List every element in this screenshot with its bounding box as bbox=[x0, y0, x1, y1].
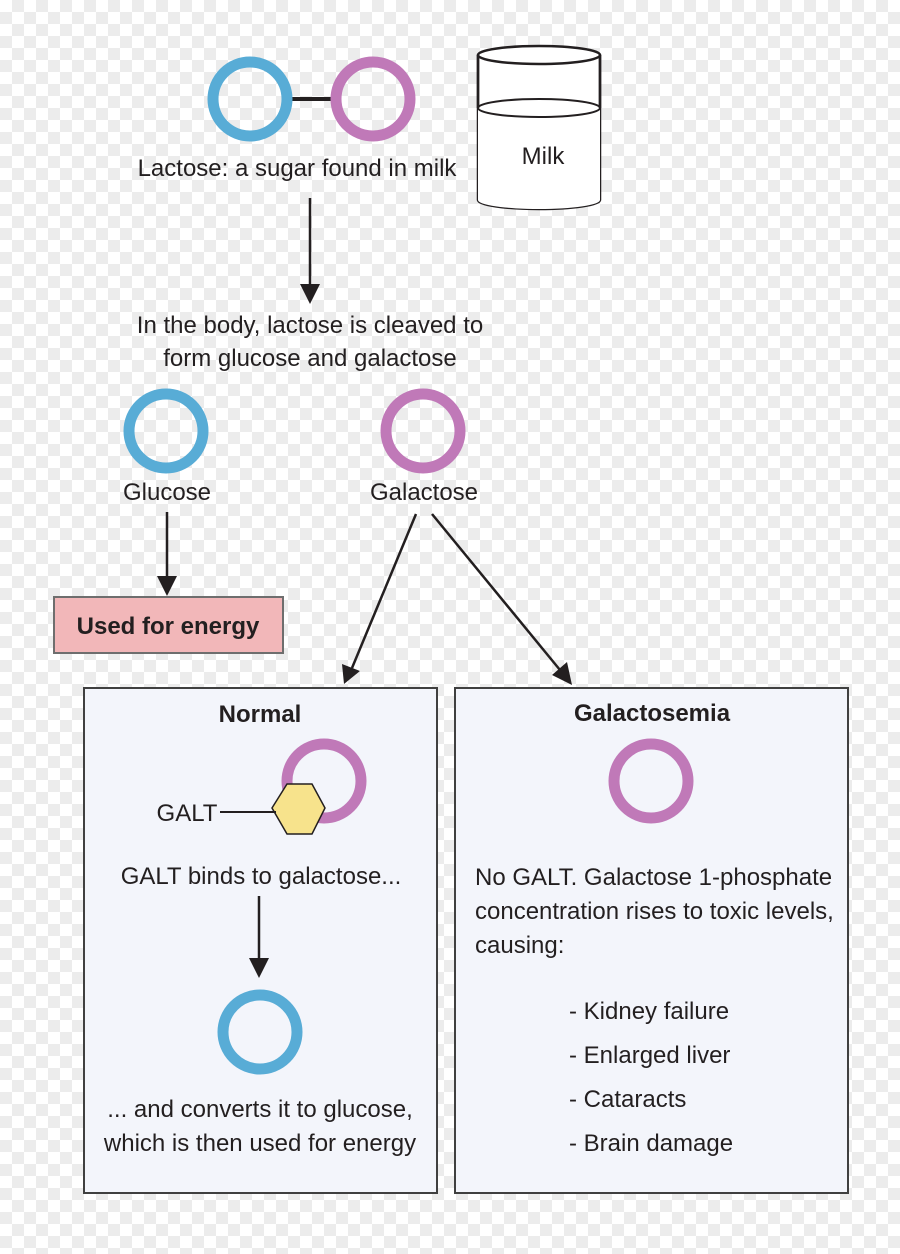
energy-label: Used for energy bbox=[77, 613, 260, 640]
milk-label: Milk bbox=[522, 143, 566, 170]
lactose-molecule bbox=[207, 56, 416, 142]
effect-brain-damage: - Brain damage bbox=[569, 1130, 733, 1157]
normal-title: Normal bbox=[219, 701, 302, 728]
blue-ring-icon bbox=[217, 989, 303, 1075]
effect-cataracts: - Cataracts bbox=[569, 1086, 686, 1113]
galt-label: GALT bbox=[157, 800, 218, 827]
converts-text-line2: which is then used for energy bbox=[103, 1130, 416, 1157]
galactosemia-title: Galactosemia bbox=[574, 700, 731, 727]
arrow-galactose-to-galactosemia bbox=[431, 513, 572, 685]
glucose-label: Glucose bbox=[123, 479, 211, 506]
purple-ring-icon bbox=[380, 388, 466, 474]
effect-kidney-failure: - Kidney failure bbox=[569, 998, 729, 1025]
arrow-lactose-to-cleavage bbox=[300, 198, 320, 304]
purple-ring-icon bbox=[608, 738, 694, 824]
purple-ring-icon bbox=[281, 738, 367, 824]
converts-text-line1: ... and converts it to glucose, bbox=[107, 1096, 413, 1123]
blue-ring-icon bbox=[207, 56, 293, 142]
normal-panel: Normal GALT GALT binds to galactose... .… bbox=[83, 687, 438, 1194]
galactosemia-panel: Galactosemia No GALT. Galactose 1-phosph… bbox=[454, 687, 849, 1194]
effect-enlarged-liver: - Enlarged liver bbox=[569, 1042, 730, 1069]
galactosemia-text-line1: No GALT. Galactose 1-phosphate bbox=[475, 864, 832, 891]
purple-ring-icon bbox=[330, 56, 416, 142]
lactose-caption: Lactose: a sugar found in milk bbox=[138, 155, 458, 182]
galactose-label: Galactose bbox=[370, 479, 478, 506]
arrow-binds-to-convert bbox=[249, 896, 269, 978]
galactosemia-text-line3: causing: bbox=[475, 932, 564, 959]
milk-glass-icon bbox=[476, 44, 602, 211]
galactosemia-text-line2: concentration rises to toxic levels, bbox=[475, 898, 834, 925]
arrow-galactose-to-normal bbox=[342, 513, 418, 684]
cleavage-text-line2: form glucose and galactose bbox=[163, 345, 457, 372]
blue-ring-icon bbox=[123, 388, 209, 474]
cleavage-text-line1: In the body, lactose is cleaved to bbox=[137, 312, 483, 339]
yellow-hexagon-icon bbox=[271, 783, 326, 835]
energy-box bbox=[53, 596, 284, 654]
galt-binds-text: GALT binds to galactose... bbox=[121, 863, 402, 890]
arrow-glucose-to-energy bbox=[157, 512, 177, 596]
